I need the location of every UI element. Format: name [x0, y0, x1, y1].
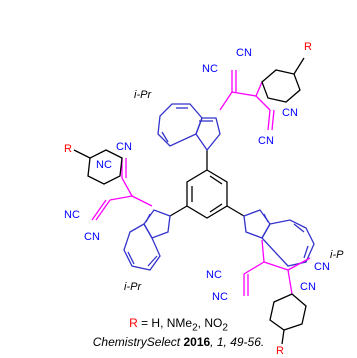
cn-label: CN: [300, 281, 316, 293]
r-substituent-label: R: [64, 143, 72, 155]
r-substituent-label: R: [276, 345, 284, 357]
cn-label: CN: [282, 107, 298, 119]
nc-label: NC: [206, 269, 222, 281]
nc-label: NC: [64, 209, 80, 221]
ipr-label: i-Pr: [124, 281, 142, 293]
legend-r: R: [129, 316, 138, 330]
r-substituent-label: R: [304, 41, 312, 53]
citation-volume: 1: [216, 335, 224, 349]
nc-label: NC: [96, 159, 112, 171]
cn-label: CN: [236, 47, 252, 59]
cn-label: CN: [258, 135, 274, 147]
citation-journal: ChemistrySelect: [92, 335, 184, 349]
legend-subscript: 2: [192, 322, 198, 334]
nc-label: NC: [202, 63, 218, 75]
ipr-label: i-P: [330, 249, 344, 261]
cn-label: CN: [116, 141, 132, 153]
aryl-rings: [73, 57, 307, 345]
cn-label: CN: [84, 231, 100, 243]
cn-label: CN: [314, 261, 330, 273]
benzene-core: [169, 150, 245, 219]
legend-text-tail: , NO: [197, 316, 223, 330]
substituent-legend: R = H, NMe2, NO2: [0, 316, 357, 333]
citation-pages: , 49-56.: [223, 335, 265, 349]
legend-subscript-2: 2: [222, 322, 228, 334]
legend-text: = H, NMe: [137, 316, 193, 330]
citation: ChemistrySelect 2016, 1, 49-56.: [0, 335, 357, 349]
ipr-label: i-Pr: [134, 89, 152, 101]
citation-year: 2016: [183, 335, 211, 349]
citation-separator: ,: [210, 335, 217, 349]
tetracyanobutadiene-bridges: [91, 70, 311, 296]
azulene-units: [123, 103, 315, 271]
nc-label: NC: [212, 291, 228, 303]
